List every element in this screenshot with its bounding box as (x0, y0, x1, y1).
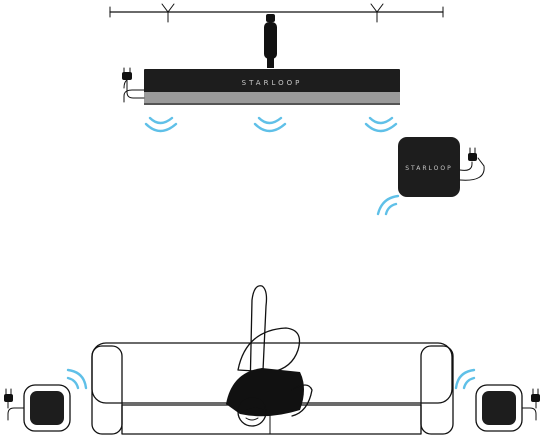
rail-bracket-left (161, 3, 175, 23)
person (226, 285, 313, 427)
left-speaker-signal (66, 368, 88, 390)
power-plug-icon (459, 147, 485, 181)
box-speaker: STARLOOP (398, 137, 485, 197)
mounting-rail (109, 3, 444, 23)
rail-bracket-right (370, 3, 384, 23)
power-plug-icon (521, 388, 540, 421)
box-speaker-signal (376, 194, 400, 216)
box-speaker-brand-label: STARLOOP (405, 165, 452, 172)
speaker-bar: STARLOOP (122, 67, 400, 105)
left-speaker (4, 384, 71, 432)
right-speaker (475, 384, 540, 432)
right-speaker-signal (454, 368, 476, 390)
power-plug-icon (4, 388, 25, 421)
power-plug-icon (122, 67, 145, 103)
speaker-bar-signal-center (253, 116, 287, 133)
hanging-strap (264, 14, 277, 68)
speaker-bar-signal-right (364, 116, 398, 133)
speaker-bar-signal-left (144, 116, 178, 133)
speaker-bar-brand-label: STARLOOP (242, 79, 303, 87)
